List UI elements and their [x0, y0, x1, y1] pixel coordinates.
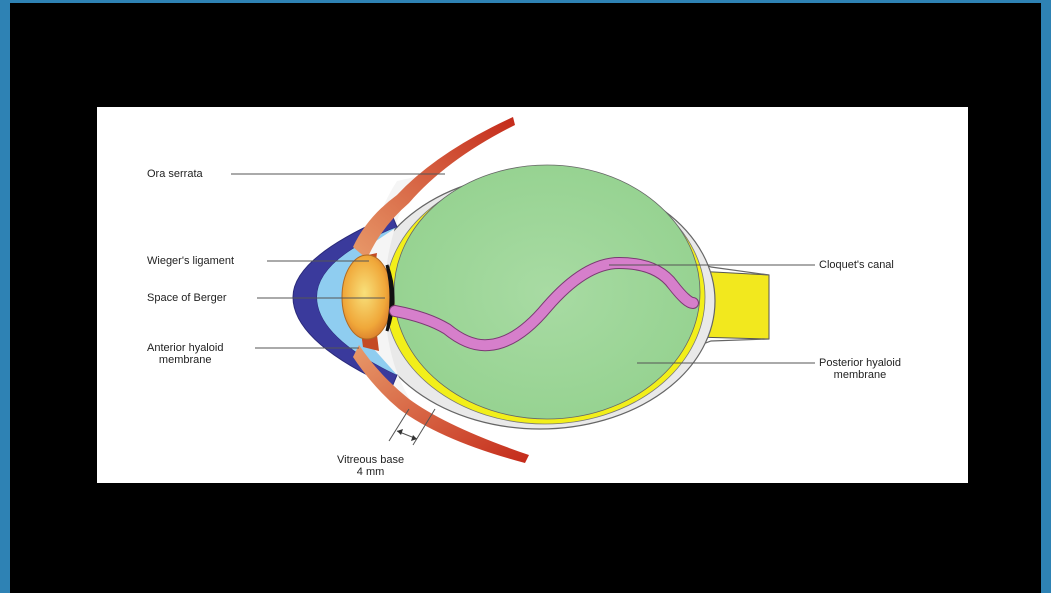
label-vitreous-base: Vitreous base 4 mm: [337, 454, 404, 478]
label-space-of-berger: Space of Berger: [147, 292, 227, 304]
vitreous-base-arrow-left: [397, 429, 403, 435]
label-anterior-hyaloid-membrane: Anterior hyaloid membrane: [147, 342, 223, 366]
slide: Ora serrata Wieger's ligament Space of B…: [10, 3, 1041, 593]
eye-diagram: Ora serrata Wieger's ligament Space of B…: [97, 107, 968, 483]
label-cloquets-canal: Cloquet's canal: [819, 259, 894, 271]
vitreous-body: [394, 165, 700, 419]
lens: [342, 255, 392, 339]
label-wiegers-ligament: Wieger's ligament: [147, 255, 234, 267]
eye-cross-section: [97, 107, 968, 483]
label-ora-serrata: Ora serrata: [147, 168, 203, 180]
label-posterior-hyaloid-membrane: Posterior hyaloid membrane: [819, 357, 901, 381]
